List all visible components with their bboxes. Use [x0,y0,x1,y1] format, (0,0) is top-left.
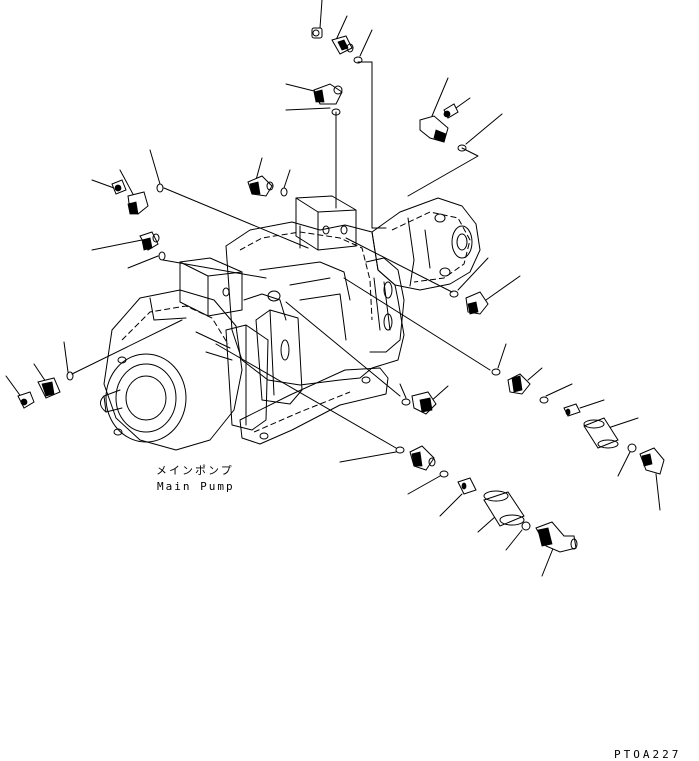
leader-lines [71,61,491,449]
right-elbow-fitting [465,275,521,315]
lower-fitting-1 [507,367,543,395]
upper-hose-fitting [285,83,343,105]
far-left-o-ring [63,341,74,381]
sleeve-coupling-right [583,417,639,449]
right-upper-elbow [419,77,449,143]
bottom-fitting-2 [409,445,436,471]
lower-bolt-1 [563,399,605,417]
right-upper-o-ring [457,113,503,152]
bottom-o-ring-3 [407,470,449,495]
top-tee-fitting [331,15,354,55]
lower-o-ring-3 [617,443,637,477]
bottom-elbow-mid [411,385,449,415]
far-left-plug [5,375,35,409]
bottom-bolt [439,477,477,517]
left-mid-fitting [91,231,160,251]
main-pump-label-en: Main Pump [157,480,235,493]
lower-right-elbow [639,447,665,511]
left-o-ring-mid [127,251,166,269]
main-pump-label-jp: メインポンプ [156,464,234,477]
far-left-tee-fitting [33,363,61,399]
lower-o-ring-2 [539,383,573,404]
left-plug [91,179,127,195]
bottom-o-ring-4 [505,521,531,551]
middle-elbow-fitting [247,157,274,197]
top-o-ring [353,29,373,64]
left-elbow-fitting [119,169,149,215]
lower-o-ring-1 [491,343,507,376]
bottom-o-ring-1 [399,383,411,406]
top-elbow-fitting [311,0,323,39]
left-o-ring-upper [149,149,164,193]
bottom-o-ring-2 [339,446,405,463]
bottom-right-elbow [535,521,578,577]
upper-o-ring [285,107,341,116]
right-o-ring-upper [449,257,489,298]
main-pump-assembly-icon [100,195,481,451]
middle-o-ring [280,169,291,197]
sleeve-coupling-bottom [477,490,525,533]
drawing-code: PTOA227 [614,748,682,761]
right-upper-plug [443,97,471,119]
